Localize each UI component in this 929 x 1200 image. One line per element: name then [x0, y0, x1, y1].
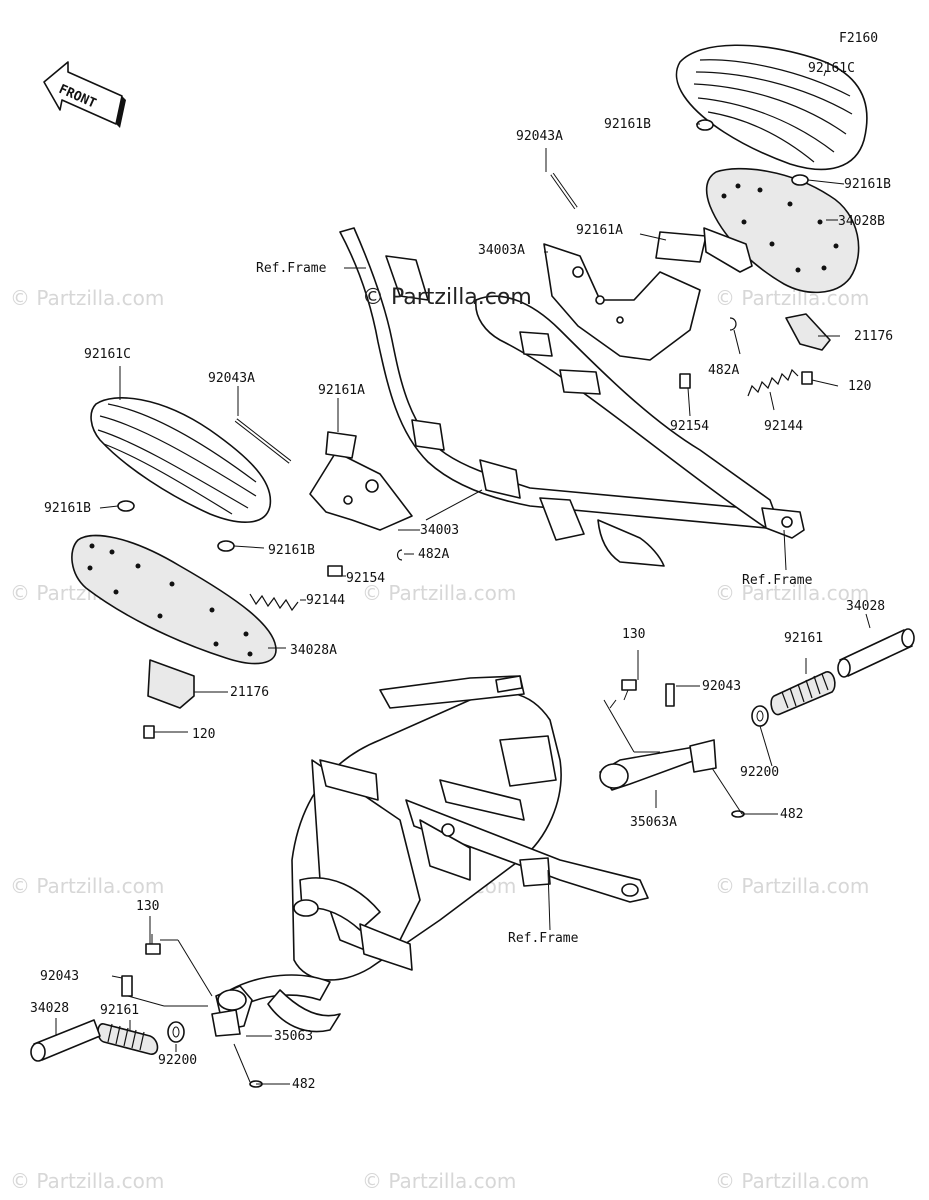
- callout-label: 92144: [764, 419, 803, 434]
- front-arrow-icon: FRONT: [43, 61, 126, 128]
- figure-code: F2160: [839, 31, 878, 46]
- callout-label: 482A: [708, 363, 739, 378]
- callout-label: 34003A: [478, 243, 525, 258]
- upper-frame: [339, 227, 805, 567]
- right-bolt-130: [621, 679, 637, 701]
- left-washer: [167, 1021, 185, 1043]
- callout-label: Ref.Frame: [508, 931, 579, 946]
- callout-label: 130: [622, 627, 645, 642]
- leader-lines-left: [99, 366, 420, 733]
- left-floorboard-holder: [309, 431, 413, 531]
- watermark-layer: © Partzilla.com © Partzilla.com © Partzi…: [10, 286, 869, 1193]
- callout-label: 92161B: [268, 543, 315, 558]
- right-spring: [747, 368, 799, 397]
- right-floorboard-cover: [785, 313, 831, 351]
- callout-label: Ref.Frame: [742, 573, 813, 588]
- callout-label: 92200: [740, 765, 779, 780]
- callout-label: 482A: [418, 547, 449, 562]
- callout-label: 120: [192, 727, 215, 742]
- callout-label: 92043: [702, 679, 741, 694]
- callout-label: 92161B: [604, 117, 651, 132]
- watermark: © Partzilla.com: [10, 874, 164, 898]
- watermark-main: © Partzilla.com: [362, 285, 532, 310]
- callout-label: 92043A: [516, 129, 563, 144]
- watermark: © Partzilla.com: [362, 581, 516, 605]
- callout-label: 130: [136, 899, 159, 914]
- watermark: © Partzilla.com: [715, 581, 869, 605]
- callout-label: 120: [848, 379, 871, 394]
- callout-label: 92154: [346, 571, 385, 586]
- right-footpeg-bracket: [599, 739, 717, 791]
- left-floorboard-pin: [234, 418, 292, 464]
- right-footpeg-rubber: [770, 671, 836, 716]
- watermark: © Partzilla.com: [715, 286, 869, 310]
- leader-lines-right: [344, 69, 845, 417]
- callout-label: 34003: [420, 523, 459, 538]
- watermark: © Partzilla.com: [10, 1169, 164, 1193]
- left-bolt-130: [145, 934, 161, 955]
- callout-label: 92144: [306, 593, 345, 608]
- left-footpeg-tube: [30, 1019, 101, 1062]
- callout-label: 21176: [230, 685, 269, 700]
- callout-label: 92043: [40, 969, 79, 984]
- callout-label: 92161: [784, 631, 823, 646]
- watermark: © Partzilla.com: [715, 874, 869, 898]
- right-footpeg-tube: [837, 628, 915, 678]
- leader-lines-left-peg: [55, 916, 290, 1085]
- right-pin-92043: [665, 683, 675, 707]
- left-floorboard-plate: [71, 534, 277, 665]
- left-footpeg-bracket: [211, 985, 253, 1037]
- left-floorboard-rubber: [90, 397, 272, 523]
- callout-label: 92043A: [208, 371, 255, 386]
- watermark: © Partzilla.com: [10, 286, 164, 310]
- callout-label: 34028B: [838, 214, 885, 229]
- callout-label: 92154: [670, 419, 709, 434]
- callout-label: 35063A: [630, 815, 677, 830]
- callout-label: 34028A: [290, 643, 337, 658]
- watermark: © Partzilla.com: [362, 1169, 516, 1193]
- leader-lines-right-peg: [603, 613, 871, 815]
- callout-label: 34028: [846, 599, 885, 614]
- right-floorboard-holder: [543, 227, 753, 361]
- left-footpeg-rubber: [97, 1023, 159, 1055]
- callout-label: 34028: [30, 1001, 69, 1016]
- left-floorboard-cover: [147, 659, 195, 709]
- ref-frame-leaders: [425, 489, 787, 931]
- left-pin-92043: [121, 975, 133, 997]
- callout-label: 92161C: [84, 347, 131, 362]
- callout-labels: 92161C 92161B 92043A 92161B 34028B 92161…: [30, 61, 893, 1092]
- lower-frame: [229, 675, 649, 1033]
- watermark: © Partzilla.com: [715, 1169, 869, 1193]
- callout-label: 482: [292, 1077, 315, 1092]
- callout-label: 92161: [100, 1003, 139, 1018]
- callout-label: 21176: [854, 329, 893, 344]
- callout-label: 92161B: [44, 501, 91, 516]
- callout-label: Ref.Frame: [256, 261, 327, 276]
- right-washer: [751, 705, 769, 727]
- callout-label: 35063: [274, 1029, 313, 1044]
- callout-label: 482: [780, 807, 803, 822]
- right-floorboard-rubber: [675, 44, 868, 171]
- callout-label: 92200: [158, 1053, 197, 1068]
- right-floorboard-plate: [705, 167, 860, 294]
- left-bushing-b: [117, 500, 235, 552]
- right-floorboard-pin: [550, 172, 578, 210]
- callout-label: 92161A: [318, 383, 365, 398]
- callout-label: 92161C: [808, 61, 855, 76]
- left-spring: [249, 593, 299, 612]
- right-small-parts: [679, 317, 813, 389]
- callout-label: 92161B: [844, 177, 891, 192]
- callout-label: 92161A: [576, 223, 623, 238]
